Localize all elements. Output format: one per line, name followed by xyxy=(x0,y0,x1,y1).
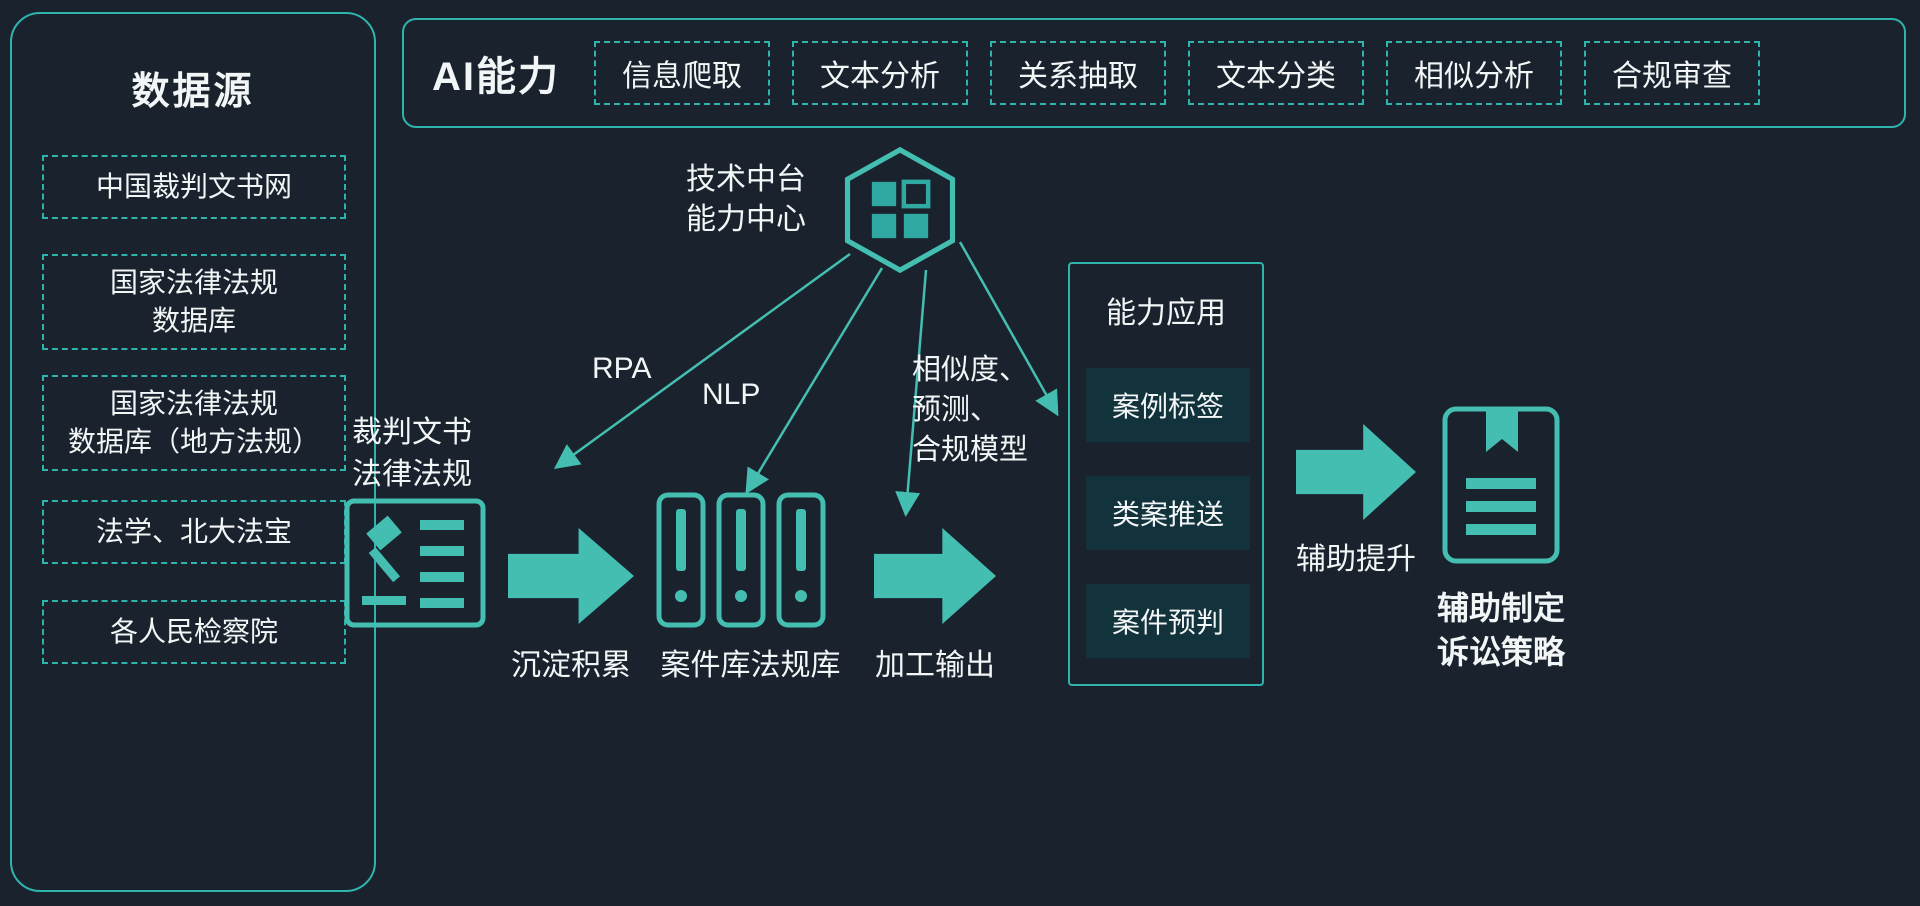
tech-platform-hexagon-icon xyxy=(844,146,956,274)
flow-arrow-assist xyxy=(1296,424,1416,520)
ai-capability-chip: 相似分析 xyxy=(1386,41,1562,105)
application-item: 案例标签 xyxy=(1086,368,1250,442)
ai-capability-chip: 信息爬取 xyxy=(594,41,770,105)
nlp-connector-label: NLP xyxy=(702,378,761,411)
rpa-connector-label: RPA xyxy=(592,352,652,385)
tech-platform-label: 技术中台 能力中心 xyxy=(686,163,806,236)
step-label-libraries: 案件库法规库 xyxy=(660,649,841,682)
application-item: 类案推送 xyxy=(1086,476,1250,550)
data-sources-panel: 数据源 中国裁判文书网 国家法律法规 数据库 国家法律法规 数据库（地方法规） … xyxy=(10,12,376,892)
data-sources-title: 数据源 xyxy=(131,71,255,113)
models-connector-label: 相似度、 预测、 合规模型 xyxy=(912,354,1029,466)
ai-capabilities-panel: AI能力 信息爬取 文本分析 关系抽取 文本分类 相似分析 合规审查 xyxy=(402,18,1906,128)
flow-arrow-accumulate xyxy=(508,528,634,624)
data-source-item: 各人民检察院 xyxy=(42,600,346,664)
data-source-item: 国家法律法规 数据库 xyxy=(42,254,346,350)
step-label-accumulate: 沉淀积累 xyxy=(511,649,631,682)
flow-arrow-output xyxy=(874,528,996,624)
ai-capability-chip: 关系抽取 xyxy=(990,41,1166,105)
application-item: 案件预判 xyxy=(1086,584,1250,658)
applications-panel: 能力应用 案例标签 类案推送 案件预判 xyxy=(1068,262,1264,686)
library-binder-icon xyxy=(716,492,766,628)
step-label-assist: 辅助提升 xyxy=(1296,543,1416,576)
library-binder-icon xyxy=(656,492,706,628)
applications-title: 能力应用 xyxy=(1106,297,1226,330)
data-source-item: 法学、北大法宝 xyxy=(42,500,346,564)
library-binder-icon xyxy=(776,492,826,628)
source-docs-label: 裁判文书 法律法规 xyxy=(352,416,472,491)
ai-capabilities-title: AI能力 xyxy=(432,55,560,99)
bookmark-document-icon xyxy=(1442,406,1560,564)
ai-capability-chip: 文本分类 xyxy=(1188,41,1364,105)
gavel-document-icon xyxy=(344,498,486,628)
data-source-item: 中国裁判文书网 xyxy=(42,155,346,219)
data-source-item: 国家法律法规 数据库（地方法规） xyxy=(42,375,346,471)
ai-capability-chip: 文本分析 xyxy=(792,41,968,105)
ai-capability-chip: 合规审查 xyxy=(1584,41,1760,105)
case-law-library-icons xyxy=(656,492,826,628)
final-outcome-label: 辅助制定 诉讼策略 xyxy=(1436,590,1565,670)
step-label-output: 加工输出 xyxy=(875,649,995,682)
